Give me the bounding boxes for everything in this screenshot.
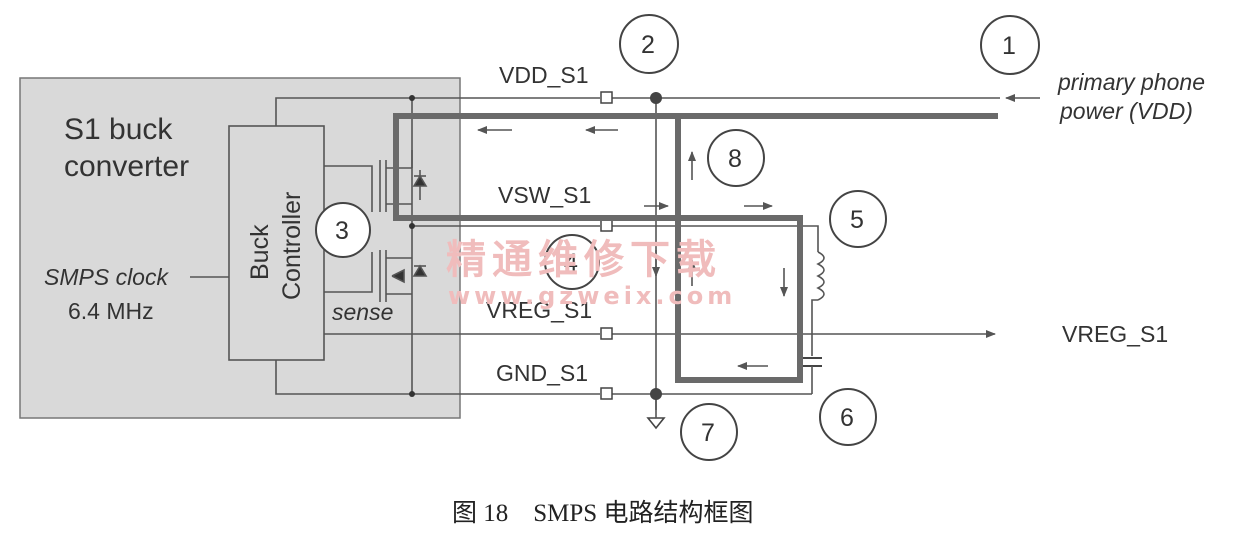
low-side-mosfet: [379, 250, 428, 302]
callout-4: 4: [544, 234, 600, 290]
converter-title-line2: converter: [64, 150, 189, 183]
figure-caption: 图 18 SMPS 电路结构框图: [452, 499, 753, 527]
gnd-node-dot: [650, 388, 662, 400]
controller-label-line2: Controller: [278, 192, 306, 300]
low-side-gate-wire: [324, 252, 373, 293]
svg-text:6: 6: [840, 404, 854, 432]
vreg-net-label: VREG_S1: [486, 297, 592, 323]
ground-symbol: [646, 417, 666, 430]
vsw-pin: [600, 219, 613, 232]
sense-label: sense: [332, 299, 393, 325]
vdd-net-label: VDD_S1: [499, 62, 588, 88]
svg-text:2: 2: [641, 31, 655, 59]
vsw-net-label: VSW_S1: [498, 182, 591, 208]
high-side-mosfet: [379, 150, 428, 212]
svg-text:8: 8: [728, 145, 742, 173]
primary-power-line1: primary phone: [1057, 69, 1205, 95]
loop-current-path: [675, 116, 803, 383]
buck-controller-box: [228, 125, 325, 361]
svg-text:4: 4: [564, 249, 578, 277]
inductor-to-vreg: [811, 299, 818, 334]
callout-6: 6: [819, 388, 877, 446]
gnd-pin: [600, 387, 613, 400]
svg-text:5: 5: [850, 206, 864, 234]
callout-8: 8: [707, 129, 765, 187]
svg-text:7: 7: [701, 419, 715, 447]
callout-5: 5: [829, 190, 887, 248]
watermark-url: www.gzweix.com: [448, 282, 736, 310]
svg-text:1: 1: [1002, 32, 1016, 60]
callout-1: 1: [980, 15, 1040, 75]
svg-text:3: 3: [335, 217, 349, 245]
controller-label-line1: Buck: [246, 224, 274, 280]
primary-power-line2: power (VDD): [1059, 98, 1193, 124]
high-side-gate-wire: [324, 165, 373, 212]
smps-clock-label: SMPS clock: [44, 264, 169, 290]
converter-title-line1: S1 buck: [64, 113, 173, 146]
vreg-pin: [600, 327, 613, 340]
vreg-output-label: VREG_S1: [1062, 321, 1168, 347]
inductor-coil: [816, 251, 825, 301]
callout-7: 7: [680, 403, 738, 461]
vdd-pin: [600, 91, 613, 104]
controller-to-vdd-wire: [275, 97, 600, 126]
callout-3: 3: [315, 202, 371, 258]
gnd-net-label: GND_S1: [496, 360, 588, 386]
controller-to-gnd-wire: [275, 360, 600, 395]
smps-clock-freq: 6.4 MHz: [68, 298, 154, 324]
vdd-current-path: [393, 113, 998, 221]
callout-2: 2: [619, 14, 679, 74]
watermark-cn: 精通维修下载: [446, 237, 722, 283]
inductor-wire: [800, 225, 819, 252]
vdd-node-dot: [650, 92, 662, 104]
